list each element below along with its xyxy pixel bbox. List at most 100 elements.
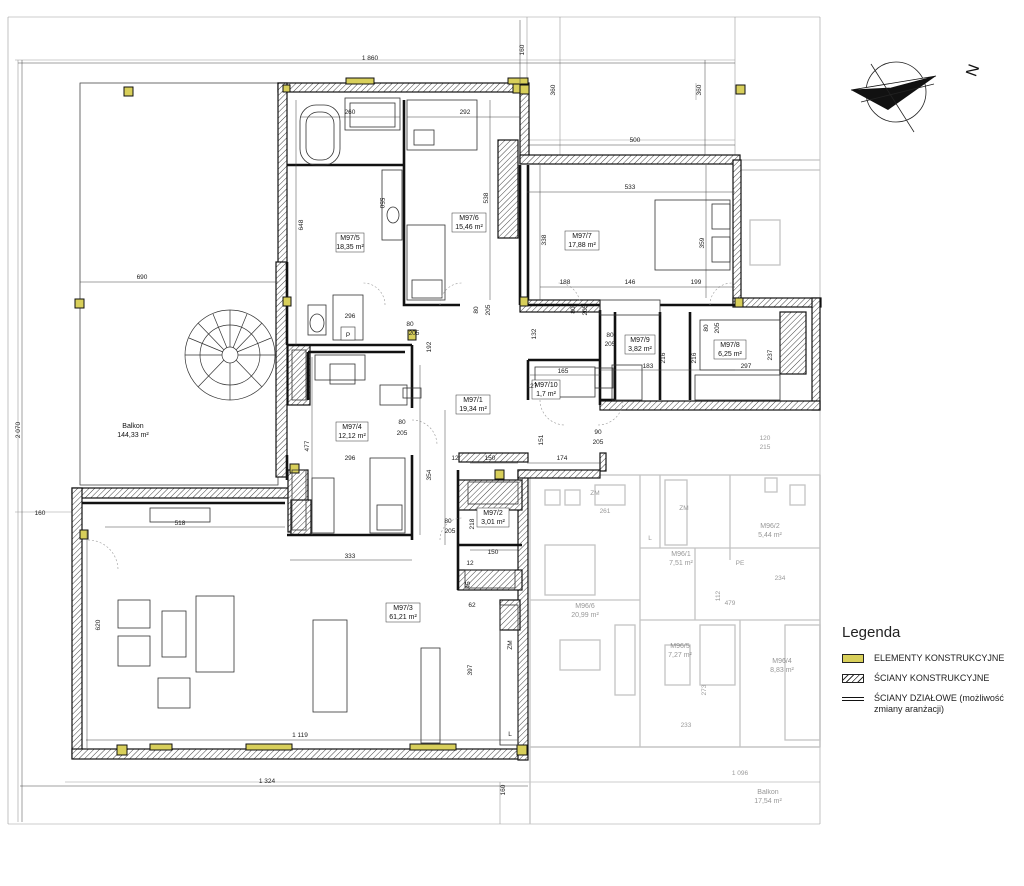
dimension-label: 80: [606, 332, 614, 339]
dimension-label: 112: [715, 590, 722, 601]
dimension-label: 500: [630, 137, 641, 144]
dimension-label: 533: [625, 184, 636, 191]
room-name: M96/1: [671, 551, 691, 558]
dimension-label: 620: [95, 619, 102, 630]
dimension-label: 477: [304, 440, 311, 451]
room-m96-1: M96/1 7,51 m²: [669, 551, 693, 567]
dimension-label: 150: [485, 455, 496, 462]
furniture: [117, 97, 781, 746]
dimension-label: 479: [725, 600, 736, 607]
room-area: 8,83 m²: [770, 667, 794, 674]
room-name: M96/4: [772, 658, 792, 665]
dimension-label: 518: [175, 520, 186, 527]
room-area: 6,25 m²: [718, 351, 742, 358]
dimension-label: 199: [691, 279, 702, 286]
dimension-label: 1 324: [259, 778, 276, 785]
dimension-label: 297: [741, 363, 752, 370]
dimension-label: 80: [473, 306, 480, 314]
room-name: Balkon: [757, 789, 779, 796]
dimension-label: 218: [469, 518, 476, 529]
dimension-label: 192: [426, 341, 433, 352]
dimension-label: 80: [398, 419, 406, 426]
dimension-label: 62: [468, 602, 476, 609]
room-area: 144,33 m²: [117, 432, 149, 439]
dimension-label: 296: [345, 455, 356, 462]
dimension-label: 12: [466, 560, 474, 567]
room-area: 3,01 m²: [481, 519, 505, 526]
room-name: M97/5: [340, 235, 360, 242]
legend-item-label: ŚCIANY KONSTRUKCYJNE: [874, 673, 990, 683]
hatch-swatch-icon: [842, 674, 864, 683]
room-area: 5,44 m²: [758, 532, 782, 539]
dimension-lines: [18, 20, 735, 822]
dimension-label: 127: [527, 383, 538, 390]
dimension-label: 205: [582, 304, 589, 315]
partition-walls: [82, 100, 735, 590]
dimension-label: 80: [703, 324, 710, 332]
room-name: M96/6: [575, 603, 595, 610]
room-m96-4: M96/4 8,83 m²: [770, 658, 794, 674]
room-name: M97/6: [459, 215, 479, 222]
dimension-label: ZM: [679, 505, 688, 512]
dimension-label: 261: [600, 508, 611, 515]
room-m97-1: M97/1 19,34 m²: [455, 394, 491, 415]
dimension-label: PE: [736, 560, 745, 567]
dimension-label: L: [648, 535, 652, 542]
dimension-label: 80: [570, 306, 577, 314]
dimension-label: 132: [531, 328, 538, 339]
room-balcony-neighbour: Balkon 17,54 m²: [754, 789, 782, 805]
room-m96-5: M96/5 7,27 m²: [668, 643, 692, 659]
dimension-label: 397: [467, 664, 474, 675]
dimension-label: 237: [767, 349, 774, 360]
dimension-label: 690: [137, 274, 148, 281]
room-m97-3: M97/3 61,21 m²: [385, 602, 421, 623]
dimension-label: 174: [557, 455, 568, 462]
dimension-label: 1 096: [732, 770, 749, 777]
neighbour-unit: [529, 159, 821, 824]
room-name: M97/1: [463, 397, 483, 404]
dimension-label: 360: [550, 84, 557, 95]
dimension-label: 273: [701, 684, 708, 695]
room-area: 3,82 m²: [628, 346, 652, 353]
dimension-label: 648: [298, 219, 305, 230]
room-area: 15,46 m²: [455, 224, 483, 231]
room-area: 19,34 m²: [459, 406, 487, 413]
room-area: 1,7 m²: [536, 391, 557, 398]
dimension-label: 183: [643, 363, 654, 370]
legend-item-structural-elements: ELEMENTY KONSTRUKCYJNE: [842, 653, 1022, 664]
dimension-label: 1 119: [292, 732, 308, 739]
north-label: N: [963, 62, 983, 79]
dimension-label: 146: [625, 279, 636, 286]
dimension-texts-faint: 120 215 479 1 096 233 234 112 273 261: [600, 435, 786, 777]
room-m96-6: M96/6 20,99 m²: [571, 603, 599, 619]
dimension-label: ZM: [590, 490, 599, 497]
room-m97-5: M97/5 18,35 m²: [335, 232, 364, 253]
dimension-label: 160: [519, 44, 526, 55]
dimension-label: 1 860: [362, 55, 379, 62]
dimension-label: 205: [593, 439, 604, 446]
dimension-label: 165: [558, 368, 569, 375]
dimension-label: 205: [605, 341, 616, 348]
fixture-labels: P ZM ZM ZM L L PE: [340, 326, 745, 738]
dimension-label: 205: [445, 528, 456, 535]
room-name: M97/8: [720, 342, 740, 349]
dimension-label: 260: [345, 109, 356, 116]
room-area: 18,35 m²: [336, 244, 364, 251]
dimension-label: 296: [345, 313, 356, 320]
room-m97-2: M97/2 3,01 m²: [476, 507, 510, 528]
legend-title: Legenda: [842, 624, 901, 641]
room-area: 17,54 m²: [754, 798, 782, 805]
room-m97-8: M97/8 6,25 m²: [713, 339, 747, 360]
dimension-label: 150: [488, 549, 499, 556]
dimension-label: 216: [660, 352, 667, 363]
legend-item-label: ŚCIANY DZIAŁOWE (możliwość zmiany aranża…: [874, 693, 1004, 714]
dimension-label: 120: [760, 435, 771, 442]
room-labels: M97/5 18,35 m² M97/6 15,46 m² M97/7 17,8…: [117, 212, 795, 805]
room-name: M97/4: [342, 424, 362, 431]
room-name: M97/10: [534, 382, 557, 389]
dimension-label: 292: [460, 109, 471, 116]
room-name: M96/2: [760, 523, 780, 530]
room-m96-2: M96/2 5,44 m²: [758, 523, 782, 539]
room-area: 12,12 m²: [338, 433, 366, 440]
